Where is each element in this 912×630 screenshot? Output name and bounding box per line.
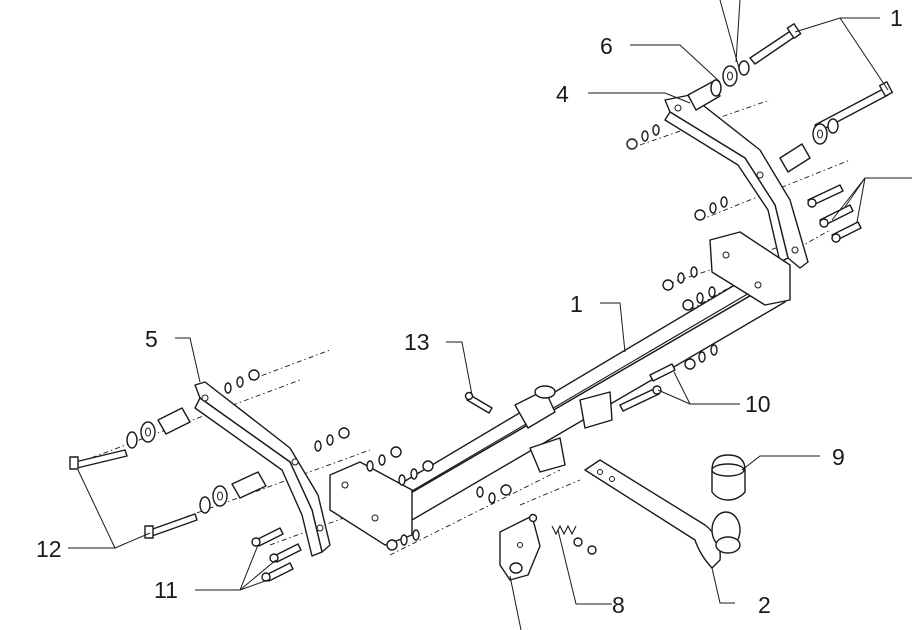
callout-7: 7 <box>648 0 661 5</box>
callout-12: 12 <box>36 536 62 562</box>
callout-11: 11 <box>154 577 178 603</box>
callout-1-mid: 1 <box>570 291 583 317</box>
callout-9: 9 <box>832 444 845 470</box>
bolt-13 <box>464 391 493 414</box>
callout-2: 2 <box>758 592 771 618</box>
socket-plate <box>499 515 541 581</box>
ball-cap <box>711 454 746 501</box>
callout-6: 6 <box>600 33 613 59</box>
callout-1-top: 1 <box>890 5 903 31</box>
bolts-10 <box>619 363 676 412</box>
left-bracket <box>194 381 331 557</box>
tow-ball-arm <box>584 459 741 569</box>
bolts-left-bottom <box>251 527 302 582</box>
callout-13: 13 <box>404 329 430 355</box>
callouts: 1 7 6 4 1 5 13 10 9 12 11 8 2 <box>36 0 903 618</box>
callout-8: 8 <box>612 592 625 618</box>
leader-lines <box>68 0 912 630</box>
callout-4: 4 <box>556 81 569 107</box>
bolts-top <box>749 23 894 132</box>
cross-beam <box>329 231 791 546</box>
callout-10: 10 <box>745 391 771 417</box>
spacers-left <box>69 407 267 539</box>
spring-8 <box>528 513 597 555</box>
bolts-right-side <box>807 184 862 243</box>
spacers-right <box>687 60 839 173</box>
callout-5: 5 <box>145 326 158 352</box>
nuts-left <box>224 369 512 551</box>
nuts-right <box>626 124 728 370</box>
